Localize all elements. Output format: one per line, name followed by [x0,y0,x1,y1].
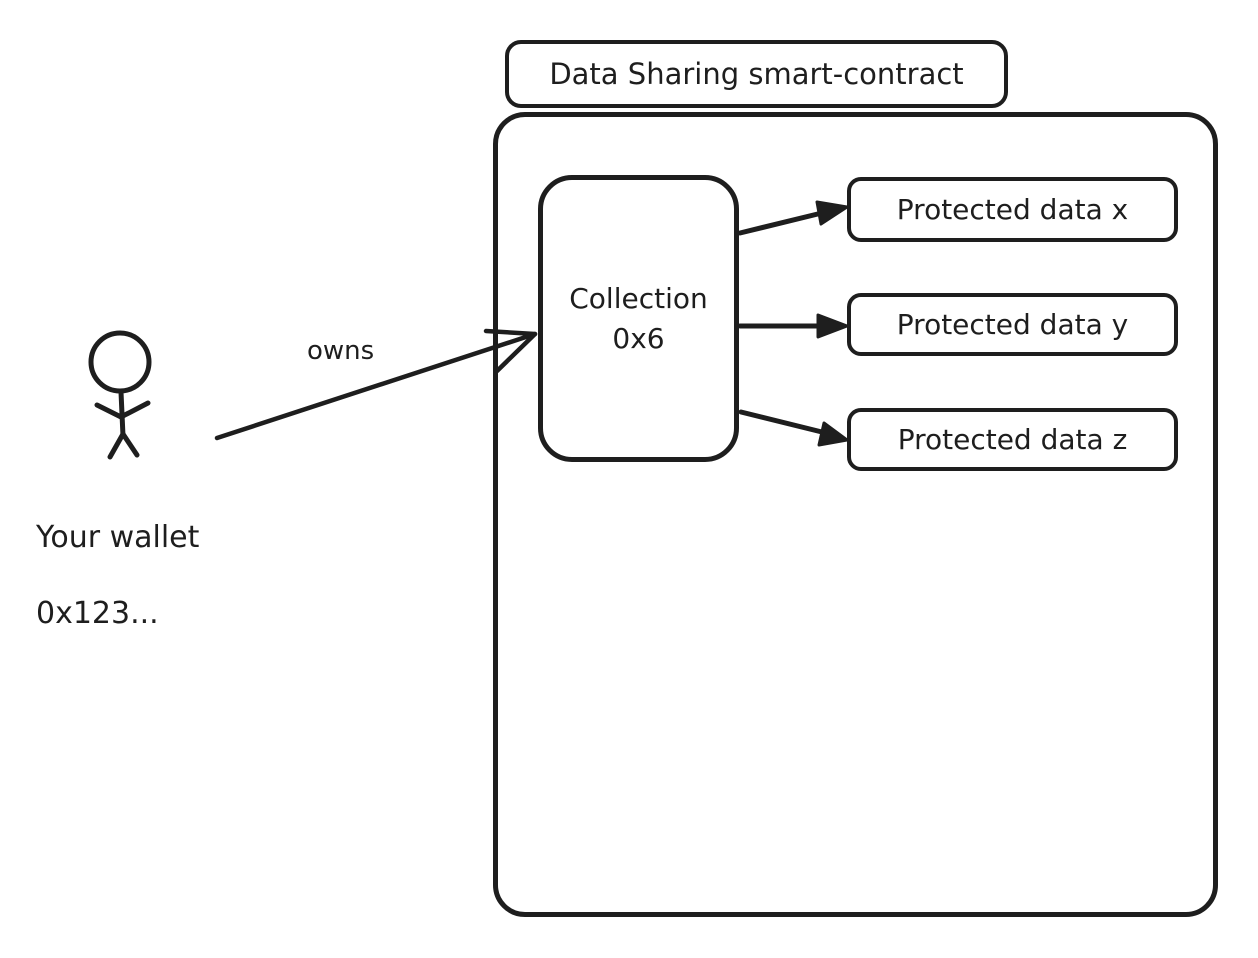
owns-arrow [214,328,538,441]
wallet-label: Your wallet 0x123... [36,481,199,671]
collection-box-label: Collection 0x6 [569,279,708,359]
protected-data-z-label: Protected data z [897,423,1128,456]
owns-arrow-label: owns [307,336,375,366]
protected-data-y-label: Protected data y [896,308,1129,341]
protected-data-y-box: Protected data y [847,293,1178,356]
protected-data-x-label: Protected data x [896,193,1129,226]
person-icon [88,330,152,460]
protected-data-x-box: Protected data x [847,177,1178,242]
collection-address: 0x6 [612,321,665,355]
wallet-label-line2: 0x123... [36,596,159,631]
title-box-label: Data Sharing smart-contract [549,57,964,91]
protected-data-z-box: Protected data z [847,408,1178,471]
collection-box: Collection 0x6 [538,175,739,462]
wallet-label-line1: Your wallet [36,520,200,555]
collection-name: Collection [569,281,708,315]
title-box: Data Sharing smart-contract [505,40,1008,108]
